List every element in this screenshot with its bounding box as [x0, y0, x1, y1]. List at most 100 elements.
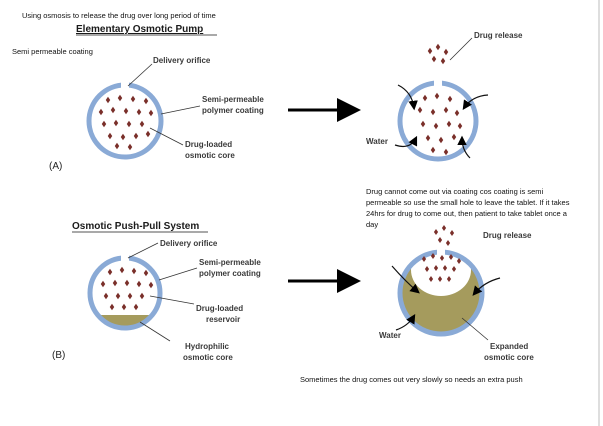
drug-particle [448, 254, 454, 260]
panel-a-tag: (A) [49, 161, 62, 172]
drug-particle [136, 280, 142, 288]
drug-particle [424, 266, 430, 272]
drug-particle [443, 48, 449, 56]
panel-a-title: Elementary Osmotic Pump [76, 24, 203, 35]
drug-particle [446, 276, 452, 282]
drug-particle [437, 276, 443, 282]
drug-particle [136, 108, 142, 116]
drug-particle [139, 120, 145, 128]
drug-particle [445, 240, 451, 246]
drug-particle [434, 92, 440, 100]
tablet-b-left-fill [92, 260, 158, 326]
drug-particle [443, 148, 449, 156]
drug-particle [425, 134, 431, 142]
leader-b-expanded [461, 317, 489, 341]
drug-particle [449, 230, 455, 236]
drug-particle [439, 255, 445, 261]
note-semi-permeable: Semi permeable coating [12, 47, 93, 56]
drug-particles-a-right [417, 43, 463, 156]
drug-particle [115, 292, 121, 300]
drug-particle [148, 281, 154, 289]
drug-particle [143, 97, 149, 105]
panel-b-title: Osmotic Push-Pull System [72, 221, 199, 232]
drug-particle [100, 280, 106, 288]
drug-particle [133, 303, 139, 311]
drug-particle [107, 132, 113, 140]
tablet-a-right-orifice [434, 78, 442, 88]
label-a-core-2: osmotic core [185, 151, 235, 160]
drug-particle [124, 279, 130, 287]
drug-particle [139, 292, 145, 300]
label-b-water: Water [379, 331, 401, 340]
tablet-a-left [86, 80, 164, 160]
drug-particle [148, 109, 154, 117]
drug-particle [454, 109, 460, 117]
label-a-drug-release: Drug release [474, 31, 523, 40]
drug-particle [126, 120, 132, 128]
label-a-membrane-2: polymer coating [202, 106, 264, 115]
drug-particle [437, 237, 443, 243]
drug-particle [447, 95, 453, 103]
label-a-membrane-1: Semi-permeable [202, 95, 264, 104]
label-b-expanded-2: osmotic core [484, 353, 534, 362]
drug-particle [433, 229, 439, 235]
label-b-drug-release: Drug release [483, 231, 532, 240]
drug-particle [120, 133, 126, 141]
water-arrow-a-3 [462, 94, 489, 110]
label-b-core-2: osmotic core [183, 353, 233, 362]
leader-a-membrane [160, 105, 201, 115]
label-a-delivery-orifice: Delivery orifice [153, 56, 211, 65]
drug-particles-a-left [98, 94, 154, 151]
drug-particle [441, 225, 447, 231]
drug-particle [417, 106, 423, 114]
drug-particle [109, 303, 115, 311]
leader-b-orifice [127, 242, 159, 259]
drug-particle [456, 258, 462, 264]
water-arrow-a-4 [457, 135, 471, 159]
water-arrow-b-3 [472, 277, 501, 296]
drug-particle [107, 268, 113, 276]
drug-particle [130, 95, 136, 103]
water-arrow-a-1 [397, 84, 418, 111]
water-arrow-b-2 [395, 313, 416, 331]
drug-particle [433, 122, 439, 130]
drug-particle [430, 146, 436, 154]
drug-particles-b-left [100, 266, 154, 311]
label-a-water: Water [366, 137, 388, 146]
drug-particle [101, 120, 107, 128]
drug-particles-b-right [421, 225, 462, 282]
drug-particle [451, 133, 457, 141]
leader-b-core [139, 321, 171, 342]
leader-a-orifice [127, 63, 153, 87]
drug-particle [433, 265, 439, 271]
drug-particle [438, 136, 444, 144]
tablet-a-left-coating [86, 82, 164, 160]
drug-particle [457, 122, 463, 130]
drug-particle [131, 267, 137, 275]
drug-particle [420, 120, 426, 128]
tablet-b-right [397, 225, 485, 337]
drug-particle [110, 106, 116, 114]
drug-particle [98, 108, 104, 116]
drug-particle [428, 276, 434, 282]
drug-particle [430, 253, 436, 259]
drug-particle [145, 130, 151, 138]
drug-particle [105, 96, 111, 104]
label-b-delivery-orifice: Delivery orifice [160, 239, 218, 248]
label-b-membrane-2: polymer coating [199, 269, 261, 278]
tablet-b-left [87, 253, 163, 331]
label-b-membrane-1: Semi-permeable [199, 258, 261, 267]
tablet-b-left-osmotic-core [92, 315, 158, 326]
drug-particle [143, 269, 149, 277]
tablet-b-left-orifice [121, 253, 129, 263]
drug-particle [123, 107, 129, 115]
label-b-core-1: Hydrophilic [185, 342, 230, 351]
drug-particle [443, 106, 449, 114]
water-arrow-a-2 [394, 135, 418, 148]
drug-particle [451, 266, 457, 272]
note-bottom: Sometimes the drug comes out very slowly… [300, 375, 523, 384]
label-b-reservoir-2: reservoir [206, 315, 240, 324]
label-b-expanded-1: Expanded [490, 342, 528, 351]
drug-particle [133, 132, 139, 140]
